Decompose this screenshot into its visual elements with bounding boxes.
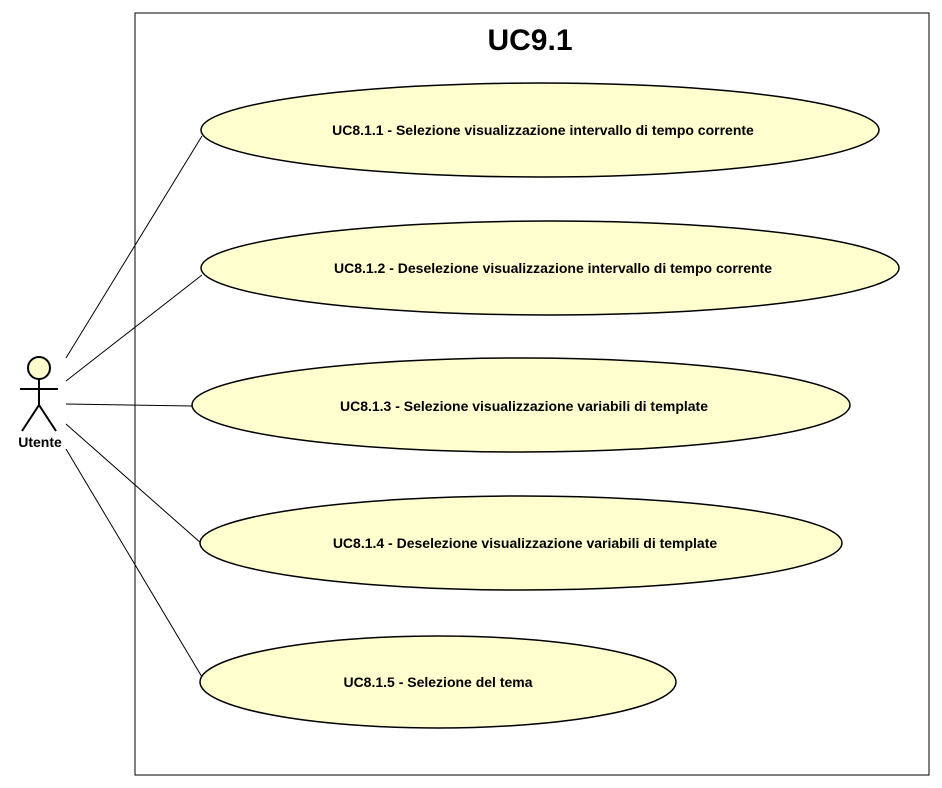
actor-utente[interactable]: Utente (18, 356, 62, 450)
use-case-3[interactable]: UC8.1.3 - Selezione visualizzazione vari… (191, 357, 851, 453)
use-case-1[interactable]: UC8.1.1 - Selezione visualizzazione inte… (200, 82, 880, 178)
use-case-5-label: UC8.1.5 - Selezione del tema (343, 674, 532, 690)
system-title: UC9.1 (487, 24, 572, 57)
use-case-2-label: UC8.1.2 - Deselezione visualizzazione in… (334, 260, 772, 276)
use-case-3-shape (191, 357, 851, 453)
association-uc-3 (65, 403, 194, 407)
use-case-2-shape (200, 220, 900, 316)
use-case-5[interactable]: UC8.1.5 - Selezione del tema (199, 635, 677, 729)
use-case-4[interactable]: UC8.1.4 - Deselezione visualizzazione va… (199, 495, 843, 591)
use-case-4-label: UC8.1.4 - Deselezione visualizzazione va… (333, 535, 718, 551)
use-case-3-label: UC8.1.3 - Selezione visualizzazione vari… (340, 398, 708, 414)
actor-head (27, 356, 51, 380)
association-uc-5 (65, 448, 203, 678)
actor-label: Utente (18, 434, 62, 450)
association-uc-1 (65, 135, 203, 359)
associations (65, 135, 203, 678)
use-case-4-shape (199, 495, 843, 591)
actor-right-leg (38, 404, 57, 432)
association-uc-2 (65, 274, 203, 382)
use-case-1-label: UC8.1.1 - Selezione visualizzazione inte… (332, 122, 754, 138)
actor-left-leg (21, 404, 40, 432)
use-case-2[interactable]: UC8.1.2 - Deselezione visualizzazione in… (200, 220, 900, 316)
association-uc-4 (65, 423, 203, 545)
use-case-1-shape (200, 82, 880, 178)
use-case-5-shape (199, 635, 677, 729)
